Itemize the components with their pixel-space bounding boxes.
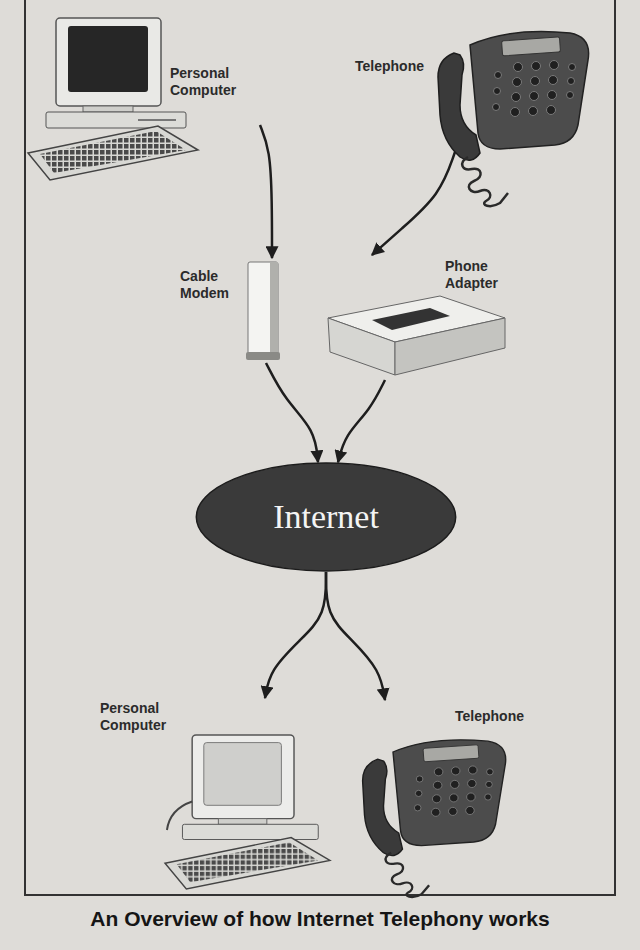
arrow-connector bbox=[260, 125, 272, 258]
device-node: Phone Adapter bbox=[322, 255, 517, 380]
drive-slot bbox=[138, 119, 176, 121]
cable-modem-icon bbox=[246, 262, 280, 360]
figure-caption: An Overview of how Internet Telephony wo… bbox=[0, 906, 640, 932]
telephone-icon bbox=[438, 32, 589, 207]
modem-body bbox=[248, 262, 278, 354]
monitor-case bbox=[192, 735, 294, 819]
device-node: Telephone bbox=[355, 700, 569, 892]
caption-area: An Overview of how Internet Telephony wo… bbox=[0, 906, 640, 932]
desktop-case bbox=[182, 824, 318, 839]
keyboard bbox=[165, 838, 330, 889]
device-label: Cable Modem bbox=[180, 268, 238, 302]
monitor-case bbox=[56, 18, 161, 106]
keyboard bbox=[28, 126, 198, 180]
keyboard-keys bbox=[40, 131, 186, 173]
monitor-stand bbox=[83, 106, 133, 112]
page-frame bbox=[25, 0, 615, 895]
device-label: Telephone bbox=[455, 708, 565, 725]
device-node: Personal Computer bbox=[28, 18, 260, 183]
device-label: Telephone bbox=[355, 58, 465, 75]
adapter-front bbox=[328, 318, 395, 375]
adapter-slot bbox=[372, 308, 450, 330]
device-node: Cable Modem bbox=[178, 258, 280, 363]
monitor-screen bbox=[204, 743, 282, 806]
desktop-case bbox=[46, 112, 186, 128]
monitor-stand bbox=[218, 819, 267, 825]
arrow-connector bbox=[338, 380, 385, 462]
arrow-connector bbox=[326, 572, 385, 700]
monitor-screen bbox=[68, 26, 148, 92]
device-node: Personal Computer bbox=[98, 698, 338, 893]
keyboard-keys bbox=[177, 842, 319, 882]
modem-foot bbox=[246, 352, 280, 360]
phone-adapter-icon bbox=[328, 296, 505, 375]
device-node: Telephone bbox=[350, 12, 595, 152]
monitor-cable bbox=[167, 802, 192, 831]
modem-side bbox=[270, 262, 278, 354]
arrow-connector bbox=[372, 152, 455, 255]
arrow-connector bbox=[265, 572, 326, 698]
ellipse-fill bbox=[196, 463, 455, 571]
arrow-connector bbox=[266, 363, 318, 462]
computer-icon bbox=[28, 18, 198, 180]
device-label: Phone Adapter bbox=[445, 258, 513, 292]
device-label: Personal Computer bbox=[170, 65, 250, 99]
device-label: Personal Computer bbox=[100, 700, 180, 734]
network-ellipse: Internet bbox=[195, 462, 457, 572]
network-label: Internet bbox=[273, 497, 379, 538]
computer-icon bbox=[165, 735, 330, 889]
telephone-icon bbox=[363, 740, 506, 897]
adapter-side bbox=[395, 318, 505, 375]
